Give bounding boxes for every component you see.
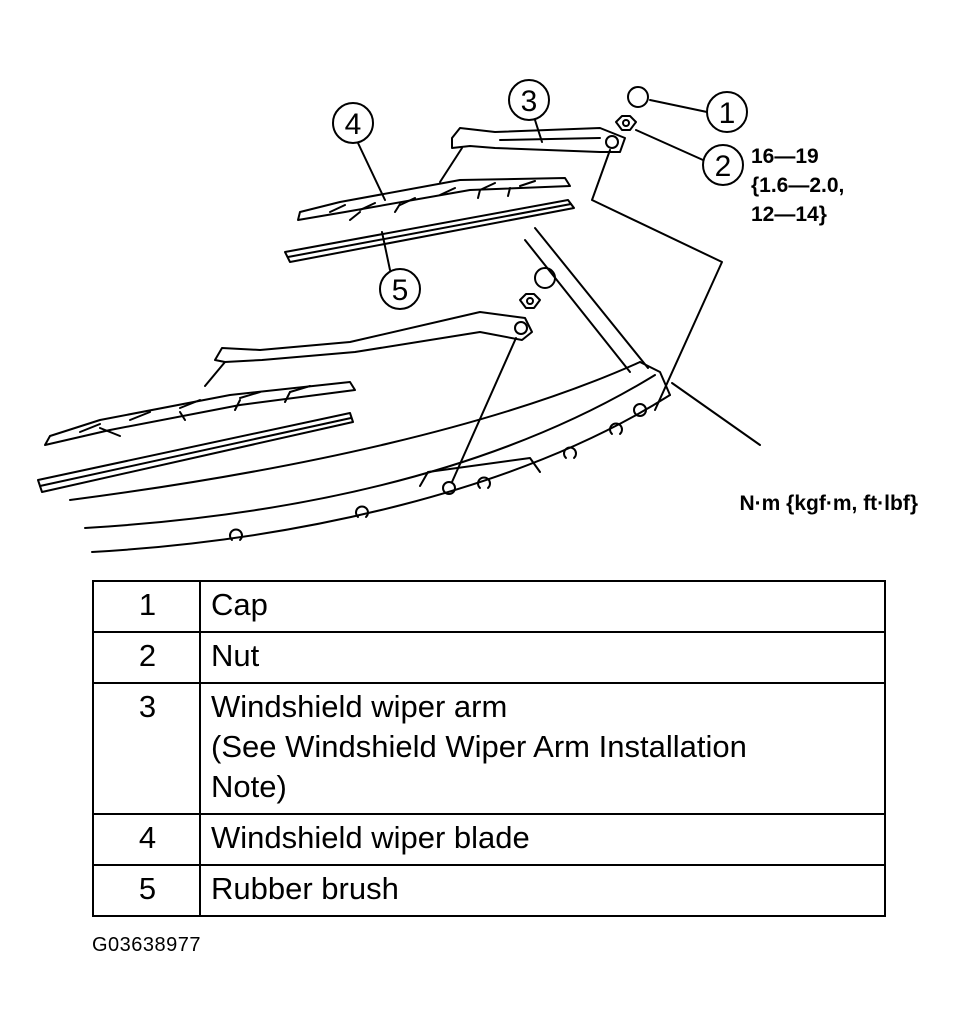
part-description-line: Cap	[211, 587, 268, 622]
table-row: 3 Windshield wiper arm (See Windshield W…	[92, 682, 886, 815]
torque-units-label: N·m {kgf·m, ft·lbf}	[740, 492, 918, 515]
lower-wiper-arm-drawing	[204, 311, 533, 387]
table-row: 5 Rubber brush	[92, 864, 886, 917]
part-number: 1	[92, 580, 201, 633]
table-row: 2 Nut	[92, 631, 886, 684]
callout-2: 2	[715, 150, 732, 183]
part-description: Rubber brush	[199, 864, 886, 917]
part-description: Cap	[199, 580, 886, 633]
part-description-line: Windshield wiper blade	[211, 820, 530, 855]
table-row: 1 Cap	[92, 580, 886, 633]
upper-wiper-arm-drawing	[439, 127, 626, 183]
part-number: 5	[92, 864, 201, 917]
part-description-line: Nut	[211, 638, 260, 673]
table-row: 4 Windshield wiper blade	[92, 813, 886, 866]
upper-wiper-blade-drawing	[297, 177, 571, 221]
torque-spec-line-3: 12—14}	[751, 203, 827, 226]
windshield-cowl-drawing	[69, 227, 671, 553]
part-number: 4	[92, 813, 201, 866]
part-description-line: Note)	[211, 769, 287, 804]
callout-5: 5	[392, 274, 409, 307]
part-description-line: Windshield wiper arm	[211, 689, 508, 724]
part-description: Windshield wiper blade	[199, 813, 886, 866]
callout-4: 4	[345, 108, 362, 141]
lower-wiper-blade-drawing	[44, 381, 356, 446]
parts-legend-table: 1 Cap 2 Nut 3 Windshield wiper arm (See …	[92, 580, 886, 917]
callout-1: 1	[719, 97, 736, 130]
part-description: Nut	[199, 631, 886, 684]
part-description-line: Rubber brush	[211, 871, 399, 906]
wiper-assembly-diagram: 1 2 3 4 5 16—19 {1.6—2.0, 12—14} N·m {kg…	[37, 79, 918, 553]
figure-code: G03638977	[92, 934, 202, 956]
callout-graphics	[332, 79, 761, 483]
torque-spec-line-1: 16—19	[751, 145, 819, 168]
cap-drawing	[534, 86, 649, 289]
upper-rubber-brush-drawing	[284, 199, 575, 263]
part-description-line: (See Windshield Wiper Arm Installation	[211, 729, 747, 764]
nut-drawing	[519, 115, 637, 309]
torque-spec-line-2: {1.6—2.0,	[751, 174, 844, 197]
callout-3: 3	[521, 85, 538, 118]
part-number: 3	[92, 682, 201, 815]
part-number: 2	[92, 631, 201, 684]
part-description: Windshield wiper arm (See Windshield Wip…	[199, 682, 886, 815]
lower-rubber-brush-drawing	[37, 412, 354, 493]
